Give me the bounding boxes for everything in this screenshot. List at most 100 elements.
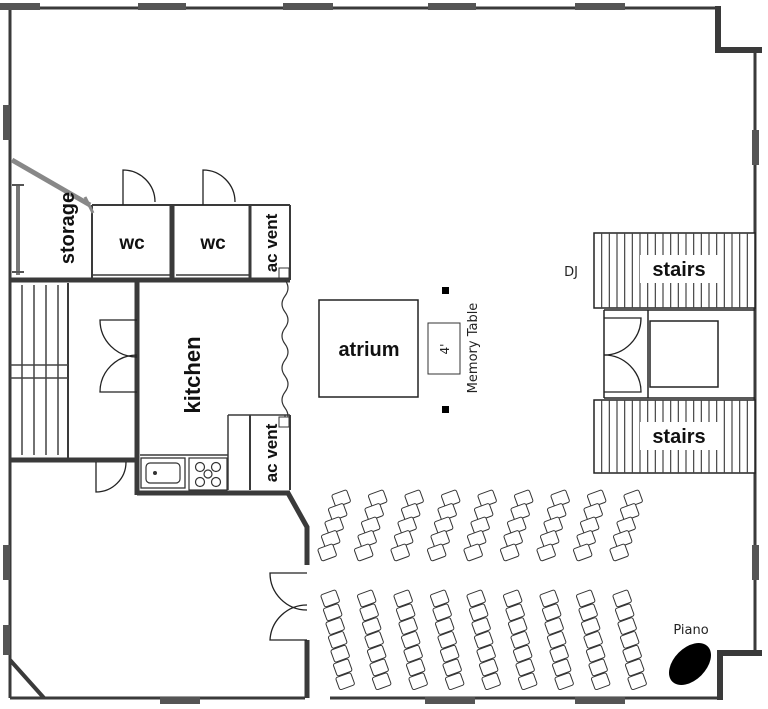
room-label-wc-right: wc	[199, 233, 226, 254]
chair-icon	[463, 543, 483, 562]
chair-icon	[578, 603, 598, 622]
chair-icon	[325, 617, 345, 635]
chair-icon	[437, 631, 457, 649]
chair-icon	[403, 644, 423, 663]
chair-icon	[408, 672, 428, 691]
door-swing-icon	[99, 354, 138, 393]
chair-icon	[502, 589, 523, 608]
chair-icon	[473, 631, 494, 649]
room-label-atrium: atrium	[338, 339, 399, 361]
chair-icon	[575, 589, 596, 608]
chair-icon	[539, 589, 559, 608]
chair-icon	[583, 631, 603, 649]
chair-icon	[541, 603, 562, 622]
chair-icon	[468, 603, 489, 622]
room-label-ac-vent-top: ac vent	[262, 213, 281, 272]
room-label-storage: storage	[57, 192, 79, 264]
chair-icon	[439, 644, 460, 663]
kitchen-walls	[10, 280, 310, 698]
chair-icon	[432, 603, 452, 622]
chair-icon	[609, 543, 629, 562]
chair-icon	[499, 543, 520, 562]
chair-icon	[405, 658, 426, 677]
chair-icon	[426, 543, 447, 562]
window-marks	[0, 3, 759, 704]
wall-corner-diagonal	[8, 658, 46, 700]
chair-icon	[505, 603, 525, 622]
service-block-walls	[10, 204, 291, 283]
chair-icon	[612, 589, 632, 608]
chair-icon	[366, 644, 387, 663]
door-swing-icon	[202, 169, 236, 205]
atrium	[318, 299, 419, 398]
chair-icon	[327, 631, 348, 649]
chair-icon	[466, 589, 486, 608]
chair-icon	[551, 658, 572, 677]
room-label-stairs-top: stairs	[652, 259, 705, 281]
sink-icon	[140, 457, 186, 489]
chair-icon	[332, 658, 353, 677]
chair-icon	[536, 543, 556, 562]
door-swing-icon	[99, 319, 138, 358]
seating-back	[320, 589, 647, 691]
door-swing-icon	[269, 604, 308, 641]
chair-icon	[429, 589, 450, 608]
stairs-bottom-label-bg	[640, 422, 718, 450]
chair-icon	[549, 644, 569, 663]
chair-icon	[517, 672, 538, 691]
room-label-stairs-bottom: stairs	[652, 426, 705, 448]
chair-icon	[624, 658, 645, 677]
stairs-top-label-bg	[640, 255, 718, 283]
chair-icon	[322, 603, 343, 622]
chair-icon	[619, 631, 640, 649]
memory-table-size: 4'	[438, 344, 452, 355]
chair-icon	[617, 617, 637, 635]
door-swing-icon	[95, 461, 127, 493]
chair-icon	[572, 543, 593, 562]
chair-icon	[481, 672, 501, 691]
chair-icon	[554, 672, 574, 691]
chair-icon	[590, 672, 611, 691]
chair-icon	[335, 672, 355, 691]
chair-icon	[515, 658, 535, 677]
chair-icon	[395, 603, 416, 622]
chair-icon	[369, 658, 389, 677]
memory-table-label: Memory Table	[466, 303, 481, 394]
chair-icon	[393, 589, 413, 608]
room-label-kitchen: kitchen	[180, 336, 205, 413]
chair-icon	[400, 631, 421, 649]
stair-lobby	[603, 309, 755, 399]
chair-icon	[614, 603, 635, 622]
chair-icon	[476, 644, 496, 663]
chair-icon	[434, 617, 455, 635]
piano-icon	[669, 643, 711, 685]
chair-icon	[544, 617, 564, 635]
chair-icon	[444, 672, 465, 691]
chair-icon	[546, 631, 567, 649]
chair-icon	[512, 644, 533, 663]
pillar-icon	[442, 287, 449, 294]
door-swing-icon	[122, 169, 156, 205]
door-swing-icon	[269, 572, 308, 611]
room-label-wc-left: wc	[118, 233, 145, 254]
door-swing-icon	[603, 354, 642, 393]
chair-icon	[361, 617, 382, 635]
chair-icon	[398, 617, 418, 635]
chair-icon	[585, 644, 606, 663]
chair-icon	[330, 644, 350, 663]
chair-icon	[442, 658, 462, 677]
wall-notch-bottom-right	[717, 650, 762, 700]
chair-icon	[317, 543, 337, 562]
seating-front	[317, 489, 643, 562]
chair-icon	[320, 589, 340, 608]
chair-icon	[627, 672, 647, 691]
left-stair-treads	[10, 285, 68, 455]
chair-icon	[356, 589, 377, 608]
chair-icon	[359, 603, 379, 622]
stove-icon	[188, 457, 228, 491]
dj-label: DJ	[564, 265, 578, 280]
ac-unit-bottom	[278, 416, 290, 428]
folding-partition	[281, 279, 289, 426]
chair-icon	[580, 617, 601, 635]
